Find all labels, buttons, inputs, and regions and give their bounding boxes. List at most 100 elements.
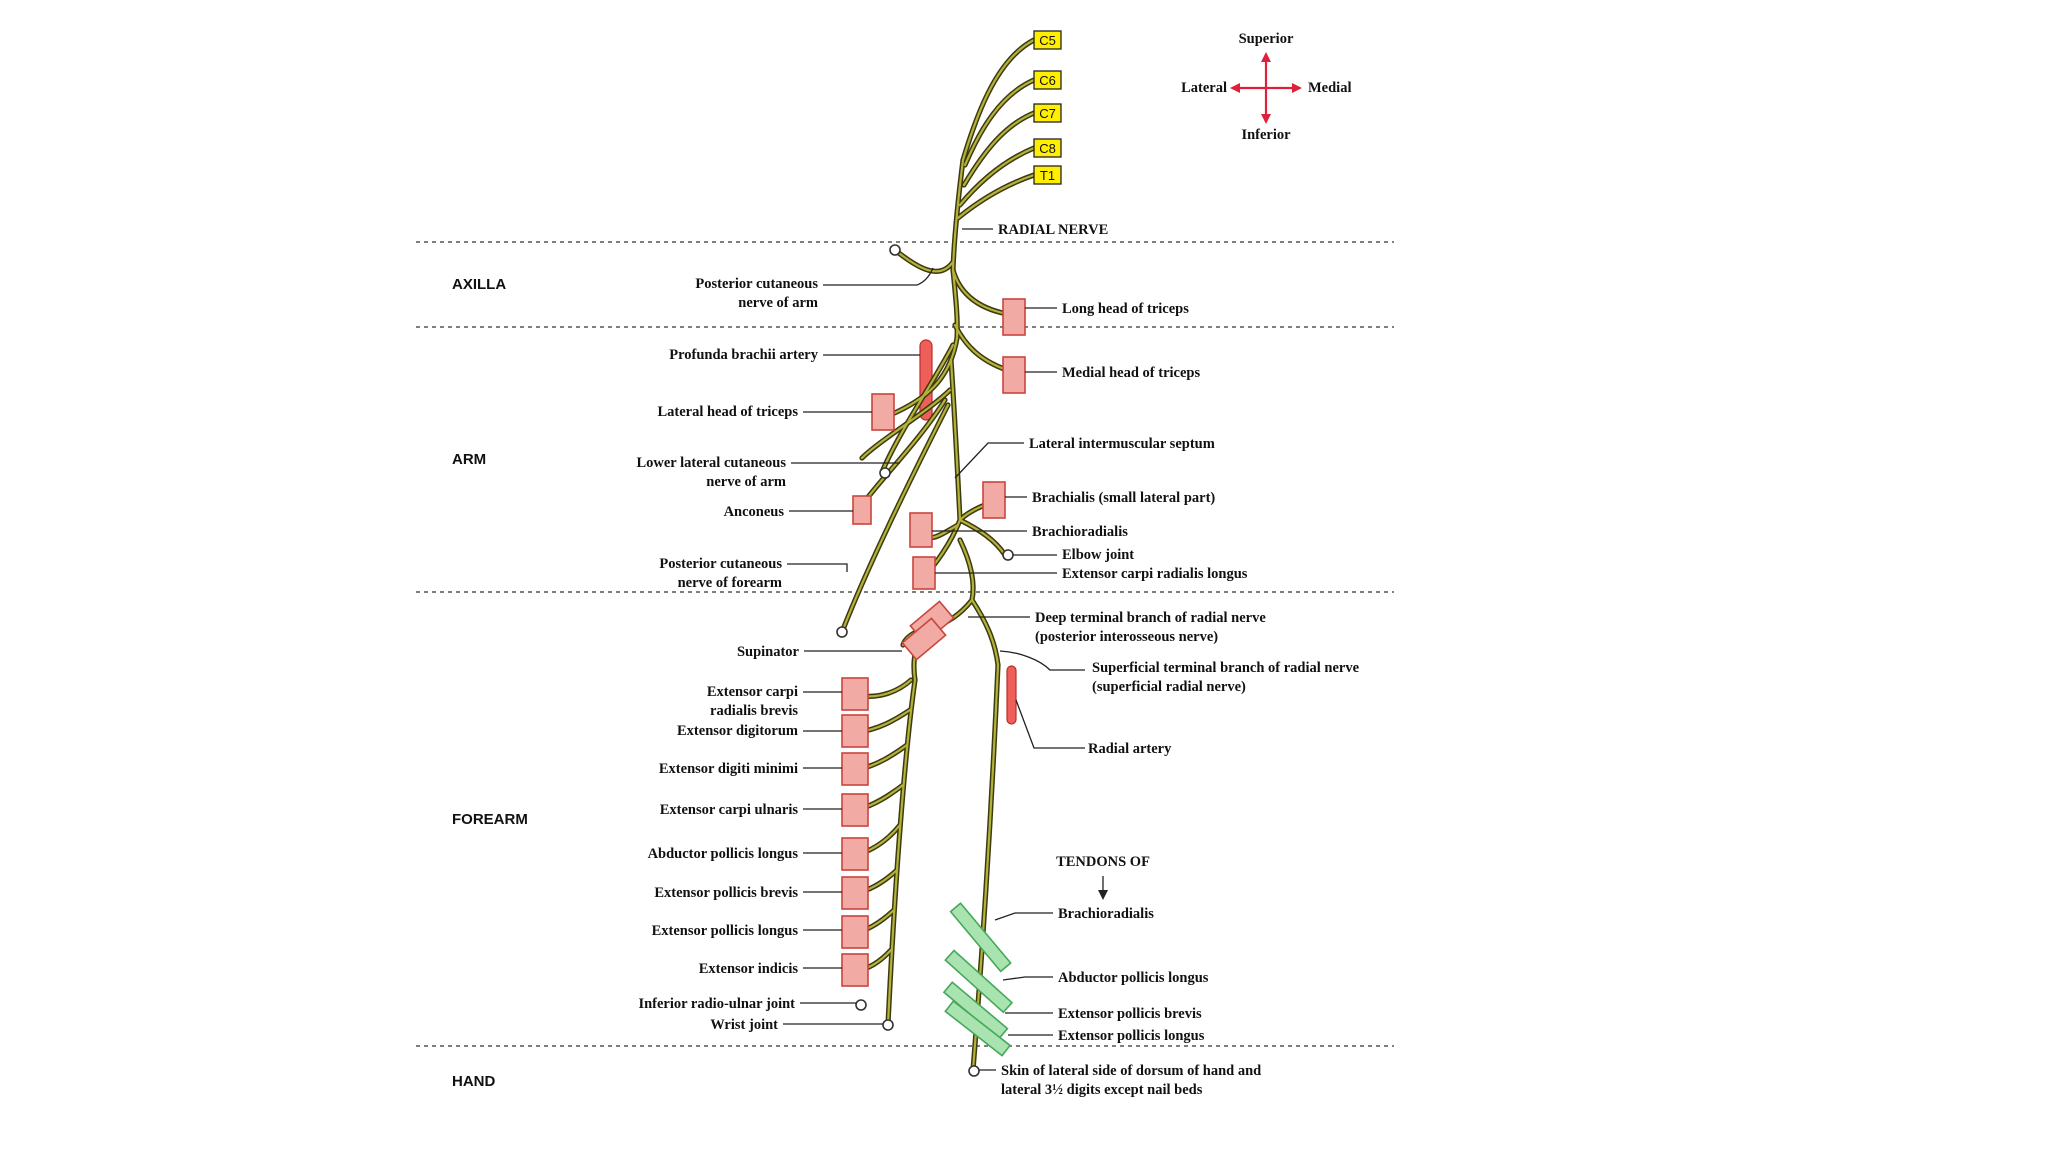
region-dividers [416,241,1394,1047]
label-posterior-cutaneous-forearm-2: nerve of forearm [678,575,782,591]
nerve-branch-core [958,146,1036,207]
terminal-wrist-joint [882,1019,894,1031]
nerve-branch-core [962,111,1036,187]
muscle-epb [841,876,869,910]
tendon-brachioradialis [949,902,1012,973]
compass-medial: Medial [1308,80,1352,96]
nerve-branch [885,677,918,1027]
label-brachialis: Brachialis (small lateral part) [1032,490,1215,506]
nerve-branch-core [840,403,950,634]
muscle-boxes [841,298,1026,987]
muscle-lateral-head-triceps [871,393,895,431]
root-label: C5 [1039,33,1056,48]
label-extensor-indicis: Extensor indicis [699,961,799,977]
label-deep-terminal-1: Deep terminal branch of radial nerve [1035,610,1266,626]
label-tendon-epb: Extensor pollicis brevis [1058,1006,1202,1022]
nerve-branch-core [956,173,1036,220]
root-box [1033,30,1062,50]
muscle-brachioradialis [909,512,933,548]
muscle-edm [841,752,869,786]
root-label: C7 [1039,106,1056,121]
label-lower-lateral-cutaneous-1: Lower lateral cutaneous [636,455,786,471]
label-posterior-cutaneous-arm-1: Posterior cutaneous [695,276,818,292]
label-superficial-terminal-1: Superficial terminal branch of radial ne… [1092,660,1360,676]
label-inferior-radio-ulnar: Inferior radio-ulnar joint [638,996,795,1012]
root-label: T1 [1040,168,1055,183]
root-box [1033,138,1062,158]
label-extensor-digitorum: Extensor digitorum [677,723,798,739]
label-brachioradialis: Brachioradialis [1032,524,1128,540]
tendons [942,902,1014,1057]
muscle-anconeus [852,495,872,525]
terminal-posterior-cutaneous-arm [889,244,901,256]
nerve-branch-core [893,248,955,273]
root-box [1033,103,1062,123]
nerve-branch-core [963,78,1036,167]
nerve-branch-core [961,38,1036,162]
terminal-posterior-cutaneous-forearm [836,626,848,638]
label-ecrl: Extensor carpi radialis longus [1062,566,1248,582]
terminal-points [836,244,1014,1077]
label-anconeus: Anconeus [724,504,785,520]
label-epb: Extensor pollicis brevis [654,885,798,901]
compass-superior: Superior [1239,31,1294,47]
muscle-brachialis [982,481,1006,519]
region-axilla: AXILLA [452,276,506,293]
label-edm: Extensor digiti minimi [659,761,798,777]
label-wrist-joint: Wrist joint [710,1017,778,1033]
label-lower-lateral-cutaneous-2: nerve of arm [706,474,786,490]
muscle-ecu [841,793,869,827]
tendon-epl [944,999,1012,1057]
muscle-long-head-triceps [1002,298,1026,336]
label-ecrb-1: Extensor carpi [707,684,798,700]
label-tendon-epl: Extensor pollicis longus [1058,1028,1205,1044]
nerve-branch [969,597,1001,668]
muscle-ecrl [912,556,936,590]
label-elbow-joint: Elbow joint [1062,547,1134,563]
region-arm: ARM [452,451,486,468]
label-supinator: Supinator [737,644,800,660]
muscle-ecrb [841,677,869,711]
nerve-branch-core [951,268,959,340]
nerve-roots: C5 C6 C7 C8 T1 [1033,30,1062,185]
label-lateral-head-triceps: Lateral head of triceps [657,404,798,420]
orientation-compass: Superior Inferior Lateral Medial [1181,31,1351,143]
region-hand: HAND [452,1073,495,1090]
label-skin-2: lateral 3½ digits except nail beds [1001,1082,1203,1098]
leader-lines [783,228,1104,1071]
tendons-arrow [1098,890,1108,900]
root-box [1033,70,1062,90]
label-radial-nerve: RADIAL NERVE [998,222,1108,238]
label-ecrb-2: radialis brevis [710,703,798,719]
label-posterior-cutaneous-forearm-1: Posterior cutaneous [659,556,782,572]
root-label: C8 [1039,141,1056,156]
muscle-apl [841,837,869,871]
label-ecu: Extensor carpi ulnaris [660,802,799,818]
label-profunda-brachii: Profunda brachii artery [669,347,818,363]
nerve-branch-core [949,358,962,522]
label-posterior-cutaneous-arm-2: nerve of arm [738,295,818,311]
label-superficial-terminal-2: (superficial radial nerve) [1092,679,1246,695]
tendon-apl [944,949,1014,1014]
terminal-inferior-radio-ulnar [855,999,867,1011]
terminal-lower-lateral-cutaneous [879,467,891,479]
nerve-branch-core [958,518,1007,557]
label-lateral-intermuscular-septum: Lateral intermuscular septum [1029,436,1215,452]
label-tendons-of: TENDONS OF [1056,854,1150,870]
muscle-supinator [901,617,947,661]
terminal-elbow-joint [1002,549,1014,561]
nerve-branch-core [888,336,959,417]
terminal-skin [968,1065,980,1077]
label-tendon-apl: Abductor pollicis longus [1058,970,1209,986]
nerve-branch-core [958,538,975,602]
label-tendon-brachioradialis: Brachioradialis [1058,906,1154,922]
label-apl: Abductor pollicis longus [648,846,799,862]
label-long-head-triceps: Long head of triceps [1062,301,1189,317]
label-medial-head-triceps: Medial head of triceps [1062,365,1200,381]
label-deep-terminal-2: (posterior interosseous nerve) [1035,629,1218,645]
label-skin-1: Skin of lateral side of dorsum of hand a… [1001,1063,1261,1079]
muscle-extensor-indicis [841,953,869,987]
muscle-extensor-digitorum [841,714,869,748]
labels: RADIAL NERVE Posterior cutaneous nerve o… [636,222,1359,1098]
